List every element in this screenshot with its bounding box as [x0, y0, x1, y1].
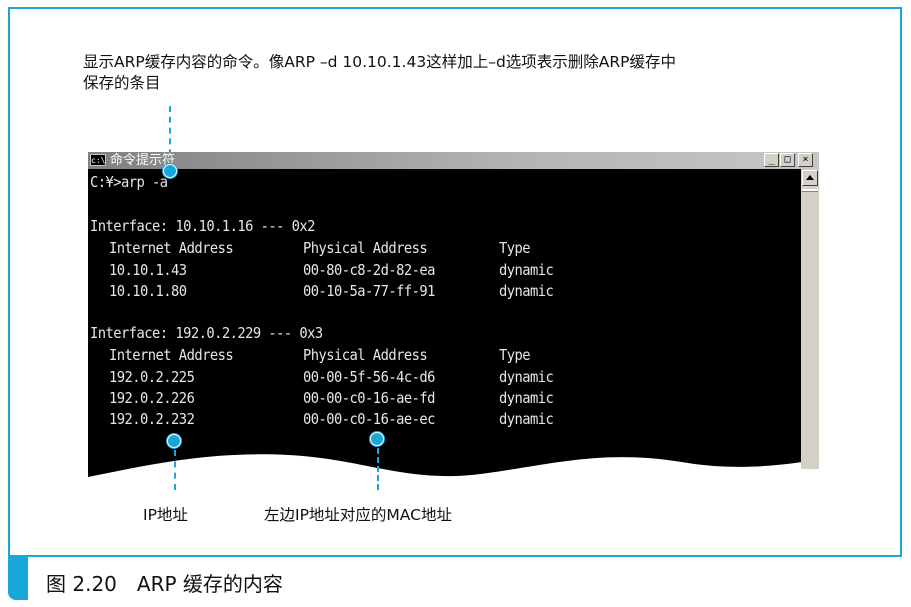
arp-entry-mac: 00-00-5f-56-4c-d6 — [303, 368, 435, 386]
arp-entry-mac: 00-00-c0-16-ae-fd — [303, 389, 435, 407]
mac-address-label: 左边IP地址对应的MAC地址 — [264, 506, 452, 524]
console-icon: c:\ — [90, 154, 106, 166]
ip-guide-line — [174, 450, 176, 490]
column-header-mac: Physical Address — [303, 239, 428, 257]
arp-entry-ip: 192.0.2.232 — [109, 410, 195, 428]
interface-header: Interface: 10.10.1.16 --- 0x2 — [90, 217, 315, 235]
arp-entry-type: dynamic — [499, 282, 554, 300]
column-header-ip: Internet Address — [109, 239, 234, 257]
column-header-type: Type — [499, 239, 531, 257]
mac-guide-line — [377, 448, 379, 490]
scrollbar-track — [802, 189, 818, 192]
column-header-type: Type — [499, 346, 531, 364]
arp-entry-type: dynamic — [499, 261, 554, 279]
command-guide-line — [169, 106, 171, 166]
window-titlebar[interactable]: c:\ 命令提示符 _ □ × — [88, 152, 819, 169]
mac-column-marker-dot — [370, 432, 384, 446]
minimize-button[interactable]: _ — [764, 153, 779, 167]
ip-column-marker-dot — [167, 434, 181, 448]
arp-entry-mac: 00-80-c8-2d-82-ea — [303, 261, 435, 279]
column-header-ip: Internet Address — [109, 346, 234, 364]
arp-entry-type: dynamic — [499, 410, 554, 428]
figure-caption: 图 2.20 ARP 缓存的内容 — [46, 572, 283, 596]
command-marker-dot — [163, 164, 177, 178]
arp-entry-mac: 00-10-5a-77-ff-91 — [303, 282, 435, 300]
arp-entry-ip: 10.10.1.43 — [109, 261, 187, 279]
vertical-scrollbar[interactable] — [801, 169, 819, 469]
window-title: 命令提示符 — [110, 153, 176, 168]
arp-entry-ip: 192.0.2.225 — [109, 368, 195, 386]
interface-header: Interface: 192.0.2.229 --- 0x3 — [90, 324, 323, 342]
arp-entry-ip: 192.0.2.226 — [109, 389, 195, 407]
maximize-button[interactable]: □ — [780, 153, 795, 167]
arp-entry-type: dynamic — [499, 389, 554, 407]
column-header-mac: Physical Address — [303, 346, 428, 364]
torn-edge — [88, 454, 819, 489]
prompt-line: C:¥>arp -a — [90, 173, 168, 191]
ip-address-label: IP地址 — [143, 506, 188, 524]
arp-entry-type: dynamic — [499, 368, 554, 386]
close-button[interactable]: × — [798, 153, 813, 167]
console-output[interactable]: C:¥>arp -a Interface: 10.10.1.16 --- 0x2… — [88, 169, 819, 489]
arp-entry-mac: 00-00-c0-16-ae-ec — [303, 410, 435, 428]
command-annotation: 显示ARP缓存内容的命令。像ARP –d 10.10.1.43这样加上–d选项表… — [83, 53, 677, 92]
caption-accent-bar — [8, 557, 28, 600]
arp-entry-ip: 10.10.1.80 — [109, 282, 187, 300]
scroll-up-arrow-icon[interactable] — [802, 170, 818, 186]
command-prompt-window: c:\ 命令提示符 _ □ × C:¥>arp -a Interface: 10… — [88, 152, 819, 489]
